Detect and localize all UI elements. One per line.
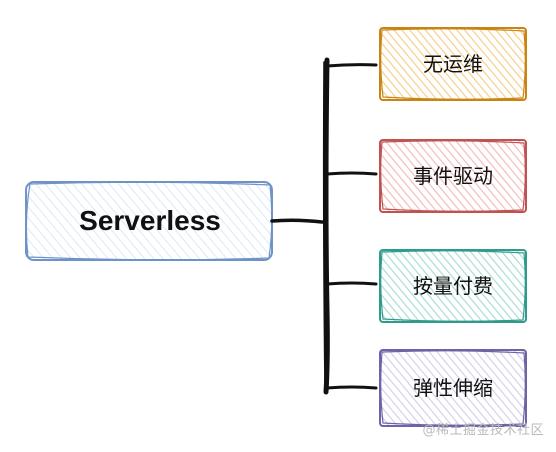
branch-node-2-label: 按量付费	[413, 274, 493, 298]
branch-connector-2	[325, 281, 378, 286]
branch-connector-0	[325, 63, 378, 68]
root-connector	[270, 218, 324, 224]
branch-node-2-box	[379, 249, 527, 323]
branch-connector-3	[325, 385, 378, 390]
root-node-label: Serverless	[79, 205, 221, 236]
vertical-spine-sketch	[322, 61, 326, 391]
branch-node-1-label: 事件驱动	[413, 164, 493, 188]
branch-node-0-sketch-outline	[380, 28, 526, 100]
branch-node-3-label: 弹性伸缩	[413, 376, 493, 400]
root-node: Serverless	[25, 181, 273, 261]
branch-node-2: 按量付费	[379, 249, 527, 323]
watermark-text: @稀土掘金技术社区	[422, 423, 544, 438]
branch-node-2-sketch-outline	[380, 250, 526, 322]
branch-node-1-box	[379, 139, 527, 213]
branch-node-0: 无运维	[379, 27, 527, 101]
branch-node-3-sketch-outline	[380, 350, 526, 426]
branch-node-3: 弹性伸缩	[379, 349, 527, 427]
branch-node-1-sketch-outline	[380, 140, 526, 212]
vertical-spine	[323, 57, 330, 395]
branch-connector-1	[325, 171, 378, 176]
root-node-sketch-outline	[25, 181, 273, 261]
branch-node-0-label: 无运维	[423, 52, 483, 76]
branch-node-3-box	[379, 349, 527, 427]
branch-node-0-box	[379, 27, 527, 101]
branch-node-1: 事件驱动	[379, 139, 527, 213]
